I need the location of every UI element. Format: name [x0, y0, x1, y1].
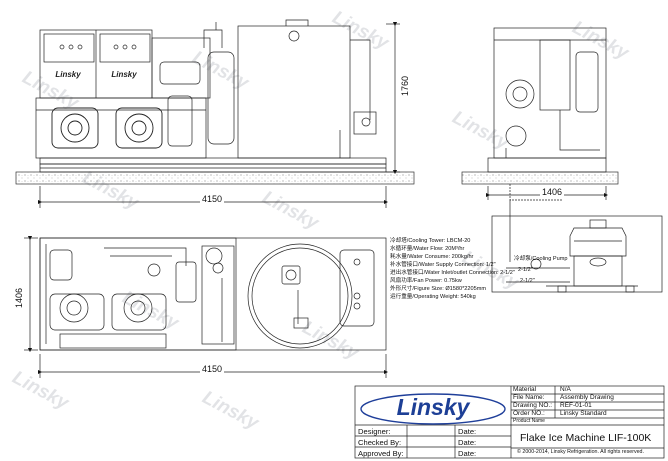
title-block-logo: Linsky — [360, 393, 506, 425]
pipe-size-label: 2-1/2" — [518, 267, 533, 273]
tb-product-name-value: Flake Ice Machine LIF-100K — [520, 432, 652, 444]
dimension-plan-depth-label: 1406 — [14, 287, 24, 308]
cooling-tower-detail — [491, 184, 663, 293]
pipe-size-label: 2-1/2" — [520, 278, 535, 284]
dimension-end-width-label: 1406 — [540, 187, 565, 197]
tb-checked-date-label: Date: — [458, 438, 477, 447]
dimension-side-height — [386, 21, 400, 175]
tb-file-name-value: Assembly Drawing — [560, 394, 614, 401]
spec-line: 冷却塔/Cooling Tower: LBCM-20 — [390, 238, 471, 244]
dimension-plan-length-label: 4150 — [200, 364, 225, 374]
tb-product-name-label: Product Name — [513, 418, 545, 424]
dimension-side-height-label: 1760 — [400, 75, 410, 96]
spec-line: 补水管接口/Water Supply Connection: 1/2" — [390, 262, 496, 268]
side-elevation-view — [15, 19, 415, 185]
tb-material-label: Material — [513, 386, 537, 393]
tb-approved-by-label: Approved By: — [358, 449, 404, 458]
plan-view — [39, 237, 387, 351]
tb-approved-date-label: Date: — [458, 449, 477, 458]
tb-designer-label: Designer: — [358, 427, 391, 436]
dimension-side-length-label: 4150 — [200, 194, 225, 204]
tb-file-name-label: File Name: — [513, 394, 545, 401]
tb-material-value: N/A — [560, 386, 571, 393]
spec-line: 风扇功率/Fan Power: 0.75kw — [390, 278, 462, 284]
title-block-frame — [354, 385, 665, 459]
cooling-pump-label: 冷却泵/Cooling Pump — [514, 256, 568, 262]
tb-drawing-no-label: Drawing NO.: — [513, 402, 553, 409]
panel-logo-right: Linsky — [111, 70, 137, 79]
end-elevation-view — [461, 27, 619, 185]
tb-order-no-value: Linsky Standard — [560, 410, 607, 417]
title-block-logo-text: Linsky — [397, 394, 471, 420]
tb-drawing-no-value: REF-01-01 — [560, 402, 592, 409]
spec-line: 外形尺寸/Figure Size: Ø1580*2205mm — [390, 286, 487, 292]
copyright-notice: © 2000-2014, Linsky Refrigeration. All r… — [517, 449, 644, 455]
copyright-text: 2000-2014, Linsky Refrigeration. All rig… — [522, 449, 644, 455]
spec-line: 耗水量/Water Consume: 200kg/hr — [390, 254, 474, 260]
tb-designer-date-label: Date: — [458, 427, 477, 436]
spec-line: 水循环量/Water Flow: 20M³/hr — [390, 246, 465, 252]
tb-checked-by-label: Checked By: — [358, 438, 402, 447]
spec-line: 运行重量/Operating Weight: 540kg — [390, 294, 476, 300]
spec-line: 进出水管接口/Water Inlet/outlet Connection: 2-… — [390, 270, 515, 276]
dimension-plan-depth — [24, 235, 38, 353]
tb-order-no-label: Order NO.: — [513, 410, 545, 417]
panel-logo-left: Linsky — [55, 70, 81, 79]
